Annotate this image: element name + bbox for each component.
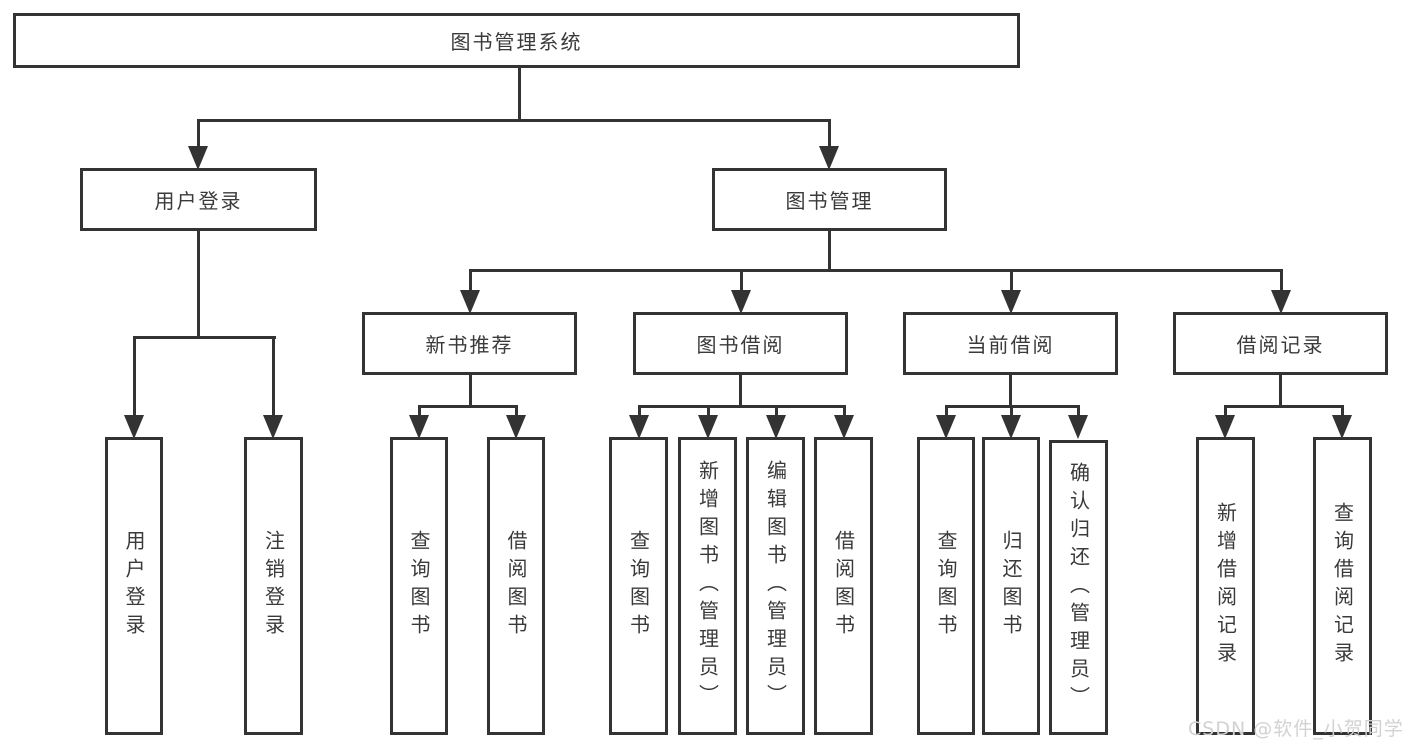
connector-to-leaf bbox=[515, 405, 518, 417]
arrow-down-icon bbox=[1001, 415, 1021, 439]
connector-book-borrow-branch bbox=[638, 405, 845, 408]
node-root-label: 图书管理系统 bbox=[450, 30, 583, 54]
connector-to-book-borrow bbox=[740, 269, 743, 293]
leaf-logout-login: 注销登录 bbox=[244, 437, 303, 735]
leaf-borrow-borrow-label: 借阅图书 bbox=[831, 530, 856, 642]
connector-to-leaf bbox=[638, 405, 641, 417]
node-book-management: 图书管理 bbox=[712, 168, 947, 231]
arrow-down-icon bbox=[629, 415, 649, 439]
arrow-down-icon bbox=[834, 415, 854, 439]
csdn-watermark: CSDN @软件_小贺同学 bbox=[1188, 718, 1404, 740]
connector-to-new-book bbox=[469, 269, 472, 293]
connector-to-book-management bbox=[828, 119, 831, 149]
leaf-borrow-borrow: 借阅图书 bbox=[814, 437, 873, 735]
arrow-down-icon bbox=[698, 415, 718, 439]
connector-to-current-borrow bbox=[1010, 269, 1013, 293]
arrow-down-icon bbox=[409, 415, 429, 439]
leaf-current-query: 查询图书 bbox=[917, 437, 975, 735]
node-book-management-label: 图书管理 bbox=[785, 189, 874, 213]
connector-new-book-stub bbox=[469, 375, 472, 408]
arrow-down-icon bbox=[460, 290, 480, 314]
leaf-records-add: 新增借阅记录 bbox=[1196, 437, 1255, 735]
leaf-current-confirm-return-admin: 确认归还（管理员） bbox=[1049, 440, 1108, 735]
leaf-user-login-label: 用户登录 bbox=[122, 530, 146, 642]
leaf-user-login: 用户登录 bbox=[105, 437, 163, 735]
leaf-logout-login-label: 注销登录 bbox=[261, 530, 286, 642]
node-borrow-records-label: 借阅记录 bbox=[1236, 333, 1325, 357]
connector-to-leaf bbox=[707, 405, 710, 417]
connector-to-leaf bbox=[1077, 405, 1080, 417]
leaf-borrow-edit-admin-label: 编辑图书（管理员） bbox=[763, 460, 788, 712]
connector-to-leaf bbox=[775, 405, 778, 417]
arrow-down-icon bbox=[731, 290, 751, 314]
leaf-newbook-borrow-label: 借阅图书 bbox=[504, 530, 528, 642]
arrow-down-icon bbox=[1001, 290, 1021, 314]
arrow-down-icon bbox=[1215, 415, 1235, 439]
arrow-down-icon bbox=[1068, 415, 1088, 439]
arrow-down-icon bbox=[766, 415, 786, 439]
leaf-newbook-borrow: 借阅图书 bbox=[487, 437, 545, 735]
connector-root-stub bbox=[518, 68, 521, 122]
node-user-login-label: 用户登录 bbox=[154, 189, 243, 213]
arrow-down-icon bbox=[188, 146, 208, 170]
connector-current-borrow-stub bbox=[1009, 375, 1012, 408]
node-book-borrow-label: 图书借阅 bbox=[696, 333, 785, 357]
leaf-records-query-label: 查询借阅记录 bbox=[1330, 502, 1355, 670]
connector-borrow-records-branch bbox=[1224, 405, 1343, 408]
node-borrow-records: 借阅记录 bbox=[1173, 312, 1388, 375]
node-root: 图书管理系统 bbox=[13, 13, 1020, 68]
node-book-borrow: 图书借阅 bbox=[633, 312, 848, 375]
connector-borrow-records-stub bbox=[1279, 375, 1282, 408]
arrow-down-icon bbox=[1271, 290, 1291, 314]
connector-book-management-stub bbox=[828, 231, 831, 272]
arrow-down-icon bbox=[263, 415, 283, 439]
connector-root-branch bbox=[197, 119, 831, 122]
leaf-records-query: 查询借阅记录 bbox=[1313, 437, 1372, 735]
connector-to-leaf bbox=[418, 405, 421, 417]
connector-to-leaf bbox=[843, 405, 846, 417]
connector-to-leaf bbox=[945, 405, 948, 417]
leaf-current-return-label: 归还图书 bbox=[999, 530, 1023, 642]
connector-to-leaf bbox=[1010, 405, 1013, 417]
connector-to-leaf bbox=[272, 336, 275, 418]
leaf-current-return: 归还图书 bbox=[982, 437, 1040, 735]
leaf-newbook-query-label: 查询图书 bbox=[407, 530, 431, 642]
leaf-records-add-label: 新增借阅记录 bbox=[1213, 502, 1238, 670]
node-new-book-recommend: 新书推荐 bbox=[362, 312, 577, 375]
leaf-borrow-query-label: 查询图书 bbox=[626, 530, 651, 642]
connector-new-book-branch bbox=[418, 405, 518, 408]
leaf-borrow-edit-admin: 编辑图书（管理员） bbox=[746, 437, 805, 735]
node-user-login: 用户登录 bbox=[80, 168, 317, 231]
leaf-current-query-label: 查询图书 bbox=[934, 530, 958, 642]
connector-to-user-login bbox=[197, 119, 200, 149]
node-current-borrow: 当前借阅 bbox=[903, 312, 1118, 375]
leaf-newbook-query: 查询图书 bbox=[390, 437, 448, 735]
connector-to-leaf bbox=[1341, 405, 1344, 417]
node-current-borrow-label: 当前借阅 bbox=[966, 333, 1055, 357]
leaf-borrow-add-admin: 新增图书（管理员） bbox=[678, 437, 737, 735]
connector-book-borrow-stub bbox=[739, 375, 742, 408]
connector-to-borrow-records bbox=[1280, 269, 1283, 293]
connector-to-leaf bbox=[133, 336, 136, 418]
arrow-down-icon bbox=[819, 146, 839, 170]
arrow-down-icon bbox=[124, 415, 144, 439]
connector-to-leaf bbox=[1224, 405, 1227, 417]
leaf-borrow-add-admin-label: 新增图书（管理员） bbox=[695, 460, 720, 712]
leaf-current-confirm-return-admin-label: 确认归还（管理员） bbox=[1066, 461, 1091, 714]
connector-user-login-branch bbox=[133, 336, 276, 339]
arrow-down-icon bbox=[936, 415, 956, 439]
leaf-borrow-query: 查询图书 bbox=[609, 437, 668, 735]
connector-user-login-stub bbox=[197, 231, 200, 338]
node-new-book-recommend-label: 新书推荐 bbox=[425, 333, 514, 357]
arrow-down-icon bbox=[1332, 415, 1352, 439]
connector-book-management-branch bbox=[469, 269, 1283, 272]
arrow-down-icon bbox=[506, 415, 526, 439]
